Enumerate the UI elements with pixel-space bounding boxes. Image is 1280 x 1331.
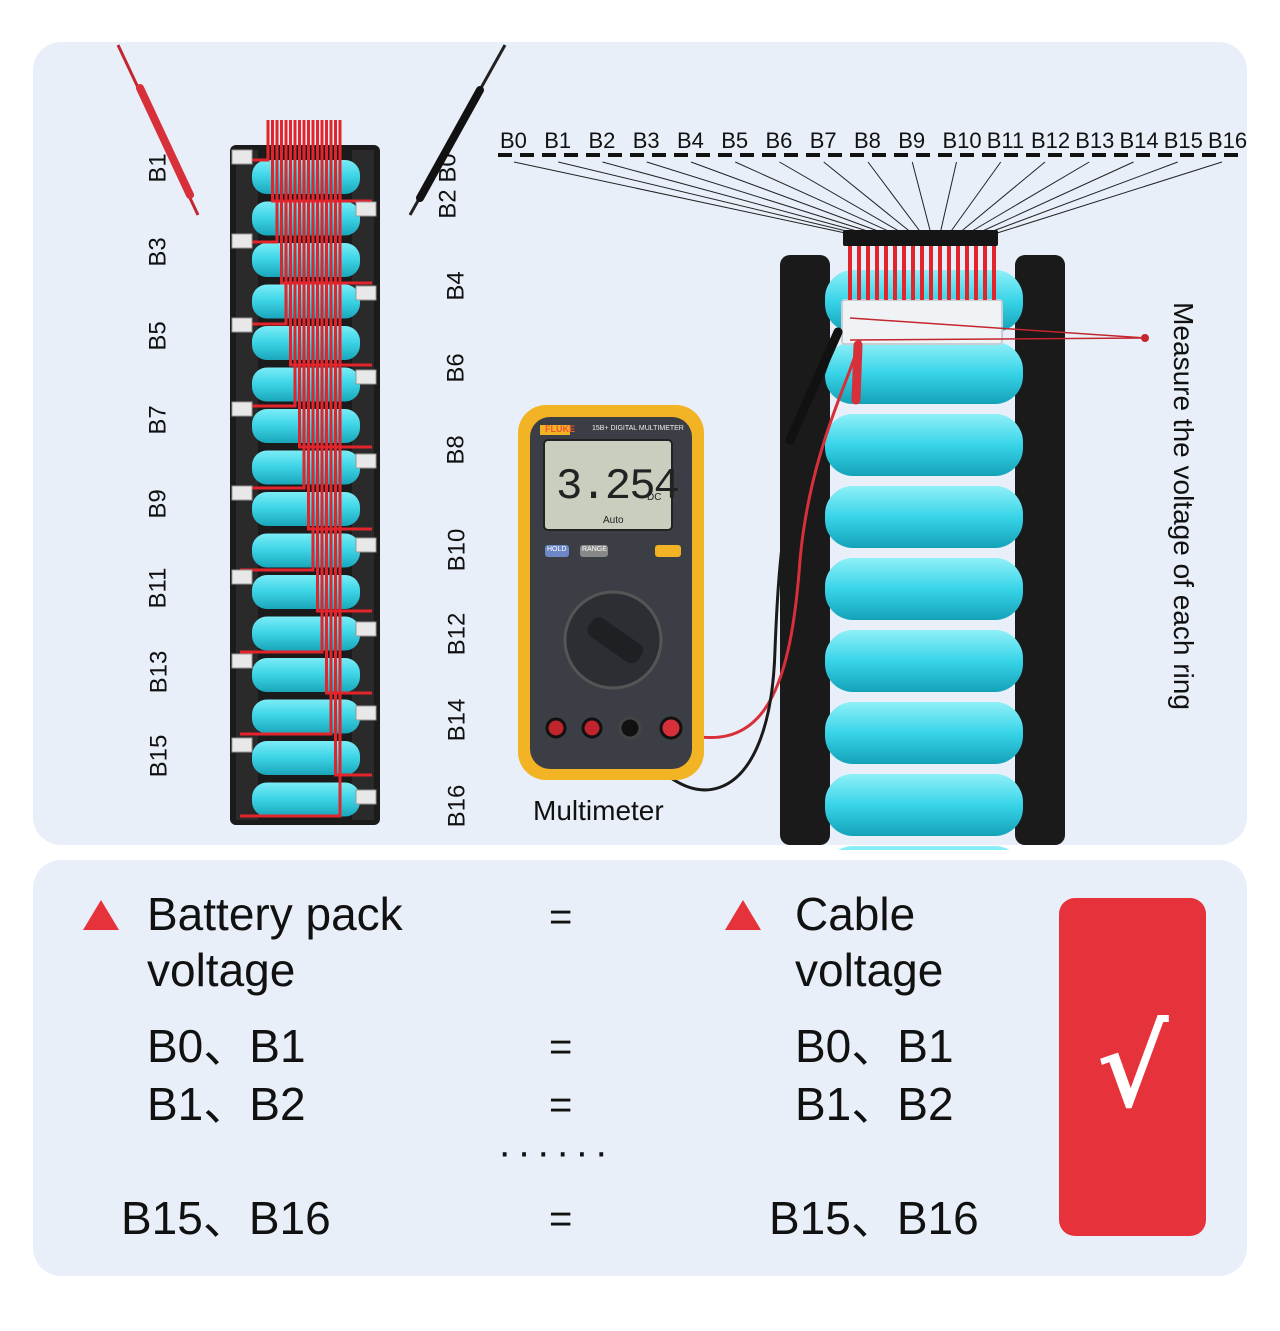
range-button[interactable]: RANGE bbox=[582, 546, 607, 553]
cable-label-b11: B11 bbox=[986, 128, 1025, 153]
cable-label-b13: B13 bbox=[1075, 128, 1115, 153]
pack-label-b16: B16 bbox=[443, 784, 471, 828]
row2-equals: = bbox=[549, 1083, 573, 1127]
battery-scene bbox=[116, 44, 1240, 850]
row1-left: B0、B1 bbox=[147, 1020, 306, 1072]
multimeter-leads bbox=[628, 327, 863, 792]
right-heading-line1: Cable bbox=[795, 888, 916, 940]
row2-left: B1、B2 bbox=[147, 1078, 306, 1130]
pack-label-b12: B12 bbox=[443, 612, 471, 656]
pack-label-b13: B13 bbox=[145, 650, 173, 694]
multimeter-reading: 3.254 bbox=[556, 462, 680, 512]
multimeter-brand: FLUKE bbox=[545, 424, 575, 434]
cable-label-b14: B14 bbox=[1119, 128, 1159, 153]
heading-equals: = bbox=[549, 895, 573, 939]
cable-label-b6: B6 bbox=[765, 128, 793, 153]
right-heading-line2: voltage bbox=[795, 944, 944, 996]
cable-label-b3: B3 bbox=[632, 128, 660, 153]
multimeter-dc: DC bbox=[647, 492, 662, 503]
measure-instruction: Measure the voltage of each ring bbox=[1168, 302, 1199, 710]
row3-right: B15、B16 bbox=[769, 1192, 979, 1244]
multimeter bbox=[518, 405, 704, 780]
pack-label-b2-b0: B2 B0 bbox=[434, 153, 462, 219]
cable-label-b12: B12 bbox=[1031, 128, 1071, 153]
check-badge: √ bbox=[1059, 898, 1206, 1236]
cable-label-b9: B9 bbox=[898, 128, 926, 153]
pack-label-b11: B11 bbox=[144, 567, 172, 609]
pack-label-b4: B4 bbox=[442, 271, 470, 301]
check-icon: √ bbox=[1096, 1002, 1169, 1132]
row3-equals: = bbox=[549, 1197, 573, 1241]
hold-button[interactable]: HOLD bbox=[547, 546, 567, 553]
row1-equals: = bbox=[549, 1025, 573, 1069]
ellipsis: ······ bbox=[498, 1130, 614, 1174]
pack-label-b8: B8 bbox=[442, 435, 470, 465]
cable-label-b15: B15 bbox=[1163, 128, 1203, 153]
cable-label-b2: B2 bbox=[588, 128, 616, 153]
multimeter-model: 15B+ DIGITAL MULTIMETER bbox=[592, 425, 684, 432]
cable-label-b5: B5 bbox=[721, 128, 749, 153]
pack-label-b14: B14 bbox=[443, 698, 471, 742]
red-probe-left bbox=[116, 44, 200, 216]
row2-right: B1、B2 bbox=[795, 1078, 954, 1130]
row3-left: B15、B16 bbox=[121, 1192, 331, 1244]
cable-label-b0: B0 bbox=[500, 128, 527, 153]
pack-label-b6: B6 bbox=[442, 353, 470, 383]
pack-label-b7: B7 bbox=[144, 405, 172, 435]
cable-label-b16: B16 bbox=[1208, 128, 1248, 153]
pack-label-b3: B3 bbox=[144, 237, 172, 267]
cable-label-b10: B10 bbox=[942, 128, 982, 153]
pack-label-b9: B9 bbox=[144, 489, 172, 519]
pack-label-b1: B1 bbox=[144, 153, 172, 183]
cable-label-b4: B4 bbox=[677, 128, 704, 153]
pack-label-b5: B5 bbox=[144, 321, 172, 351]
right-triangle-icon bbox=[725, 900, 761, 930]
cable-label-b8: B8 bbox=[854, 128, 881, 153]
multimeter-caption: Multimeter bbox=[533, 795, 664, 826]
left-battery-pack bbox=[230, 120, 380, 825]
left-heading-line2: voltage bbox=[147, 944, 296, 996]
left-heading-line1: Battery pack bbox=[147, 888, 403, 940]
cable-label-b1: B1 bbox=[544, 128, 572, 153]
comparison-panel bbox=[33, 860, 1247, 1276]
black-probe-left bbox=[408, 44, 507, 216]
right-battery-pack bbox=[780, 230, 1149, 850]
pack-label-b15: B15 bbox=[145, 734, 173, 778]
pack-label-b10: B10 bbox=[443, 528, 471, 572]
multimeter-auto: Auto bbox=[603, 515, 624, 526]
left-triangle-icon bbox=[83, 900, 119, 930]
row1-right: B0、B1 bbox=[795, 1020, 954, 1072]
cable-label-b7: B7 bbox=[809, 128, 837, 153]
